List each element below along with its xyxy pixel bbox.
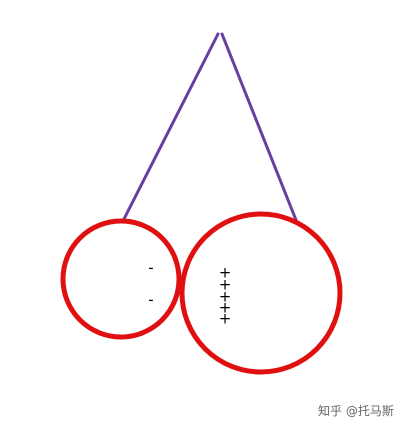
right-charge-4: + xyxy=(219,299,232,317)
left-charge-2: - xyxy=(148,291,153,309)
right-charge-5: + xyxy=(219,310,232,328)
watermark: 知乎 @托马斯 xyxy=(318,404,394,418)
left-thread xyxy=(122,32,220,221)
right-charge-1: + xyxy=(219,264,232,282)
left-ball xyxy=(60,218,182,340)
left-charge-1: - xyxy=(148,259,153,277)
right-ball xyxy=(179,211,343,375)
right-thread xyxy=(220,32,298,222)
right-charge-2: + xyxy=(219,276,232,294)
right-charge-3: + xyxy=(219,288,232,306)
